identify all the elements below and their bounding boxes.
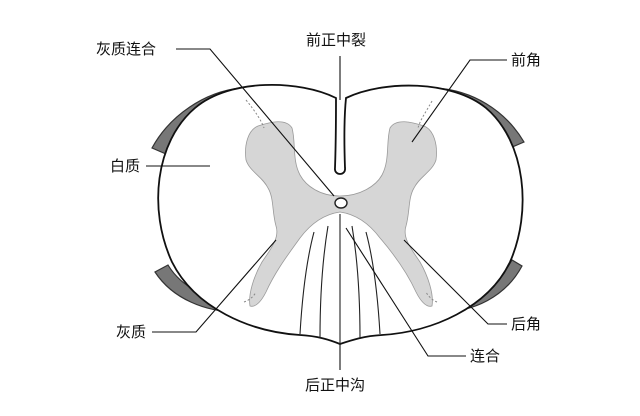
label-white-matter: 白质: [110, 157, 140, 175]
label-anterior-horn: 前角: [511, 51, 541, 69]
label-anterior-median-fissure: 前正中裂: [306, 31, 366, 49]
label-posterior-horn: 后角: [511, 315, 541, 333]
leader-commissure: [345, 227, 466, 357]
leader-gray-matter: [152, 239, 277, 333]
label-gray-commissure: 灰质连合: [96, 40, 156, 58]
left-anterior-root-dots: [245, 99, 265, 129]
right-posterior-root-dots: [425, 291, 438, 303]
label-commissure: 连合: [470, 347, 500, 365]
right-anterior-root-dots: [417, 100, 433, 129]
left-posterior-root-dots: [243, 291, 257, 303]
leader-gray-commissure: [176, 48, 335, 197]
label-gray-matter: 灰质: [116, 323, 146, 341]
central-canal: [334, 197, 348, 209]
posterior-funiculus-line-4: [365, 231, 381, 335]
leader-anterior-horn: [411, 59, 507, 143]
leader-posterior-horn: [403, 239, 507, 325]
label-posterior-median-sulcus: 后正中沟: [305, 376, 365, 394]
gray-matter-shape: [245, 121, 437, 307]
posterior-funiculus-line-2: [319, 225, 329, 339]
posterior-funiculus-line-1: [299, 231, 315, 335]
posterior-funiculus-line-3: [351, 225, 361, 339]
